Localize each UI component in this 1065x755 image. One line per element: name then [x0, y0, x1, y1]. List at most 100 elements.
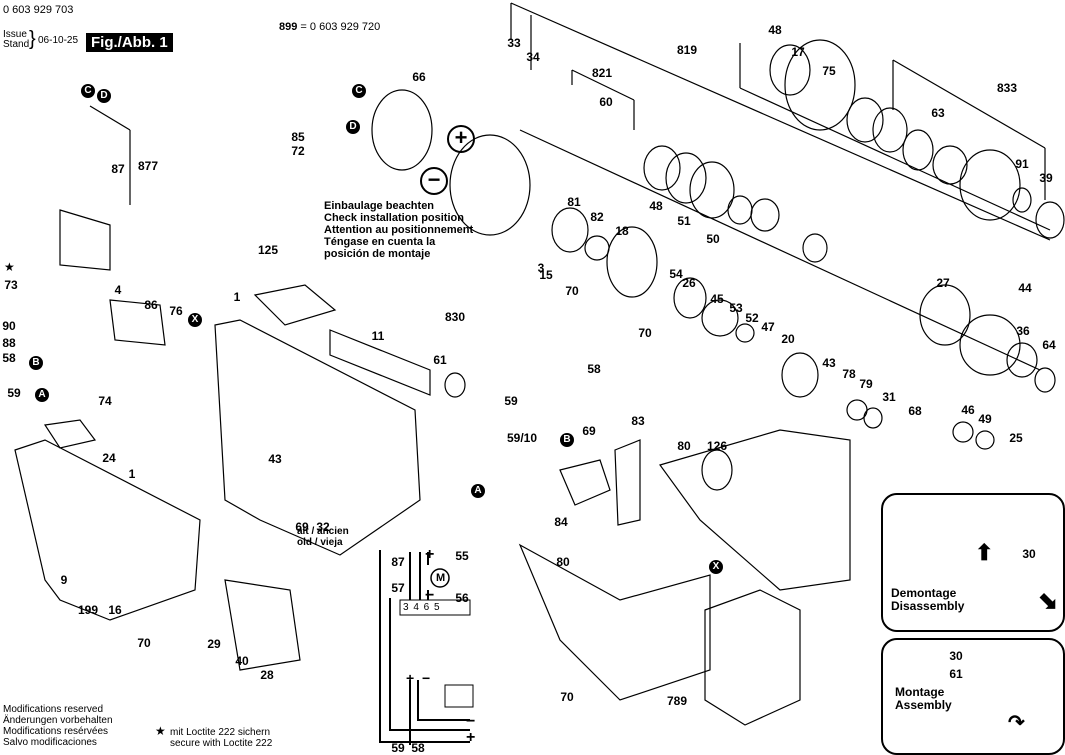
part-label-48: 48 — [649, 199, 663, 213]
part-label-70: 70 — [560, 690, 574, 704]
wiring-plus-sign: + — [425, 546, 435, 563]
part-label-63: 63 — [931, 106, 945, 120]
installation-note-line: Attention au positionnement — [324, 224, 474, 236]
installation-note-line: Check installation position — [324, 212, 464, 224]
wiring-plus-sign: + — [406, 670, 415, 686]
part-3-motor — [449, 134, 531, 236]
part-label-69: 69 — [582, 424, 596, 438]
marker-b: B — [560, 433, 574, 447]
part-label-830: 830 — [444, 310, 466, 324]
group-bracket-821 — [571, 69, 635, 101]
part-label-86: 86 — [144, 298, 158, 312]
star-icon: ★ — [4, 260, 15, 274]
part-label-58: 58 — [2, 351, 16, 365]
marker-d: D — [346, 120, 360, 134]
marker-c: C — [81, 84, 95, 98]
document-part-number: 0 603 929 703 — [3, 4, 74, 16]
part-label-833: 833 — [996, 81, 1018, 95]
issue-label-de: Stand — [3, 39, 30, 50]
part-label-24: 24 — [102, 451, 116, 465]
part-27-gear — [919, 284, 971, 346]
part-label-60: 60 — [599, 95, 613, 109]
part-label-15: 15 — [539, 268, 553, 282]
wiring-label-55: 55 — [455, 549, 469, 563]
issue-date: 06-10-25 — [38, 35, 79, 46]
part-label-1: 1 — [233, 290, 241, 304]
part-label-58: 58 — [587, 362, 601, 376]
part-label-80: 80 — [556, 555, 570, 569]
wiring-plus-sign: + — [466, 729, 476, 746]
wiring-label-59: 59 — [391, 741, 405, 755]
part-label-17: 17 — [791, 45, 805, 59]
part-126-disc — [701, 449, 733, 491]
wiring-label-56: 56 — [455, 591, 469, 605]
part-label-73: 73 — [4, 278, 18, 292]
installation-note-line: Einbaulage beachten — [324, 200, 435, 212]
part-4-switch — [59, 209, 111, 271]
part-label-26: 26 — [682, 276, 696, 290]
part-label-789: 789 — [666, 694, 688, 708]
part-label-59: 59 — [504, 394, 518, 408]
installation-note-line: Téngase en cuenta la — [324, 236, 436, 248]
part-label-33: 33 — [507, 36, 521, 50]
part-label-69: 69 — [295, 520, 309, 534]
part-label-87: 87 — [111, 162, 125, 176]
marker-b: B — [29, 356, 43, 370]
part-1-housing-side — [14, 439, 201, 621]
modifications-line: Änderungen vorbehalten — [3, 715, 113, 726]
part-20 — [781, 352, 819, 398]
part-833-cap — [959, 149, 1021, 221]
part-label-11: 11 — [371, 329, 385, 343]
part-label-1: 1 — [128, 467, 136, 481]
part-label-29: 29 — [207, 637, 221, 651]
part-label-877: 877 — [137, 159, 159, 173]
part-11-label — [329, 329, 431, 396]
axis-line — [519, 129, 1041, 371]
assembly-label: Montage Assembly — [895, 685, 952, 712]
part-label-16: 16 — [108, 603, 122, 617]
part-label-83: 83 — [631, 414, 645, 428]
part-label-66: 66 — [412, 70, 426, 84]
inset-part-label: 61 — [949, 667, 963, 681]
group-bracket-833 — [892, 59, 1046, 149]
part-789-battery — [704, 589, 801, 726]
part-label-20: 20 — [781, 332, 795, 346]
part-label-126: 126 — [706, 439, 728, 453]
part-label-819: 819 — [676, 43, 698, 57]
arrow-up-icon: ⬆ — [975, 540, 994, 565]
part-label-32: 32 — [316, 520, 330, 534]
part-label-75: 75 — [822, 64, 836, 78]
issue-label-en: Issue — [3, 29, 27, 40]
modifications-note: Modifications reserved Änderungen vorbeh… — [3, 704, 113, 748]
part-1-housing-half — [214, 319, 421, 556]
part-label-43: 43 — [268, 452, 282, 466]
marker-a: A — [35, 388, 49, 402]
marker-a: A — [471, 484, 485, 498]
marker-x: X — [188, 313, 202, 327]
assembly-inset: 30 61 Montage Assembly ↷ — [881, 638, 1065, 755]
part-label-74: 74 — [98, 394, 112, 408]
modifications-line: Modifications reserved — [3, 704, 104, 715]
disassembly-label: Demontage Disassembly — [891, 586, 965, 613]
part-label-39: 39 — [1039, 171, 1053, 185]
part-label-49: 49 — [978, 412, 992, 426]
part-label-68: 68 — [908, 404, 922, 418]
part-label-47: 47 — [761, 320, 775, 334]
part-83-plate — [614, 439, 641, 526]
part-label-9: 9 — [60, 573, 68, 587]
part-label-51: 51 — [677, 214, 691, 228]
marker-c: C — [352, 84, 366, 98]
part-label-76: 76 — [169, 304, 183, 318]
part-label-70: 70 — [638, 326, 652, 340]
part-label-199: 199 — [77, 603, 99, 617]
part-label-40: 40 — [235, 654, 249, 668]
part-label-4: 4 — [114, 283, 122, 297]
part-17-sleeve — [784, 39, 856, 131]
rotate-arrow-icon: ↷ — [1008, 712, 1025, 734]
part-label-31: 31 — [882, 390, 896, 404]
installation-note-line: posición de montaje — [324, 248, 431, 260]
part-80-housing-left — [518, 543, 711, 701]
part-label-72: 72 — [291, 144, 305, 158]
wiring-label-87: 87 — [391, 555, 405, 569]
part-66-ring — [371, 89, 433, 171]
